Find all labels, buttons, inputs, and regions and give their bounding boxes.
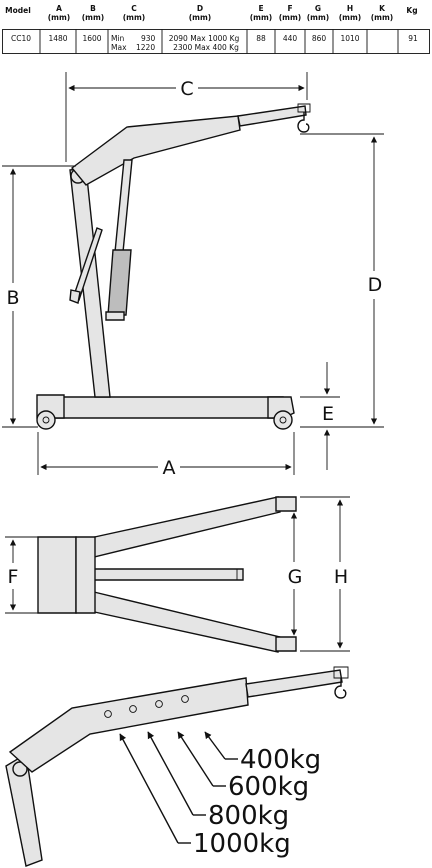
- top-view-leg-upper: [89, 496, 281, 558]
- boom-extension: [237, 105, 307, 127]
- cell-kg: 91: [408, 34, 418, 43]
- load-hole-400: [181, 695, 189, 703]
- header-d-unit: (mm): [189, 13, 212, 22]
- dim-b-label: B: [6, 287, 19, 309]
- ram-base: [105, 311, 125, 321]
- header-e: E: [258, 4, 263, 13]
- data-row-dividers: [39, 29, 399, 54]
- hook-icon: [297, 112, 310, 133]
- cell-h: 1010: [340, 34, 359, 43]
- header-model: Model: [5, 6, 31, 15]
- top-view-leg-upper-end: [275, 496, 297, 512]
- crane-side-view: [36, 103, 311, 430]
- dimension-b: B: [2, 165, 76, 428]
- spec-table: Model A (mm) B (mm) C (mm) D (mm) E (mm)…: [2, 4, 430, 54]
- front-wheel: [273, 410, 293, 430]
- header-b: B: [90, 4, 96, 13]
- header-e-unit: (mm): [250, 13, 273, 22]
- ram-rod: [114, 159, 133, 253]
- data-row-frame: [2, 29, 430, 54]
- dim-h-label: H: [334, 566, 348, 588]
- load-hole-600: [155, 700, 163, 708]
- load-hole-1000: [104, 710, 112, 718]
- mast: [69, 167, 111, 398]
- dimension-f: F: [5, 536, 38, 614]
- header-kg: Kg: [406, 6, 417, 15]
- cell-model: CC10: [11, 34, 31, 43]
- boom-detail-arm: [8, 677, 249, 773]
- header-c-unit: (mm): [123, 13, 146, 22]
- cell-c-max-label: Max: [111, 43, 127, 52]
- header-c: C: [131, 4, 137, 13]
- ram-cylinder: [107, 249, 132, 316]
- cell-c-min: 930: [141, 34, 156, 43]
- dim-g-label: G: [288, 566, 303, 588]
- callout-arrow-400: [204, 731, 226, 760]
- boom-detail: [5, 666, 349, 867]
- dim-e-label: E: [322, 403, 334, 425]
- boom-detail-end-plate: [333, 666, 349, 679]
- cell-c-max: 1220: [136, 43, 155, 52]
- callout-arrow-600: [177, 731, 214, 787]
- capacity-600-label: 600kg: [228, 772, 309, 802]
- header-a: A: [56, 4, 62, 13]
- dimension-e: E: [300, 362, 340, 470]
- capacity-400-label: 400kg: [240, 745, 321, 775]
- top-view-base-block: [37, 536, 77, 614]
- header-f: F: [287, 4, 292, 13]
- base-leg: [39, 396, 284, 419]
- cell-a: 1480: [48, 34, 67, 43]
- front-wheel-hub: [279, 416, 287, 424]
- header-h: H: [347, 4, 353, 13]
- header-k: K: [379, 4, 386, 13]
- dim-c-label: C: [180, 78, 193, 100]
- cell-c-min-label: Min: [111, 34, 125, 43]
- cell-g: 860: [312, 34, 327, 43]
- header-h-unit: (mm): [339, 13, 362, 22]
- boom: [70, 115, 241, 186]
- dim-a-label: A: [163, 457, 176, 479]
- capacity-1000-label: 1000kg: [193, 829, 291, 859]
- rear-castor-wheel: [36, 410, 56, 430]
- callout-arrow-1000: [119, 733, 179, 844]
- crane-top-view: [37, 496, 297, 653]
- cell-e: 88: [256, 34, 266, 43]
- rear-castor-hub: [42, 416, 50, 424]
- dim-f-label: F: [8, 566, 19, 588]
- dimension-a: A: [37, 432, 295, 479]
- dimension-c: C: [65, 72, 308, 162]
- pump-handle-socket: [69, 289, 81, 304]
- cell-b: 1600: [82, 34, 101, 43]
- header-d: D: [197, 4, 203, 13]
- dimension-d: D: [300, 133, 384, 428]
- load-hole-800: [129, 705, 137, 713]
- header-b-unit: (mm): [82, 13, 105, 22]
- capacity-800-label: 800kg: [208, 801, 289, 831]
- dimension-g: G: [288, 512, 303, 636]
- header-a-unit: (mm): [48, 13, 71, 22]
- callout-arrow-800: [147, 731, 194, 816]
- cell-f: 440: [283, 34, 298, 43]
- top-view-base-plate: [75, 536, 96, 614]
- boom-end-plate: [297, 103, 311, 113]
- top-view-leg-lower: [89, 591, 281, 653]
- capacity-callouts: 400kg 600kg 800kg 1000kg: [119, 731, 321, 859]
- header-g: G: [315, 4, 321, 13]
- cell-d-line2: 2300 Max 400 Kg: [173, 43, 239, 52]
- header-k-unit: (mm): [371, 13, 394, 22]
- header-g-unit: (mm): [307, 13, 330, 22]
- dimension-h: H: [300, 496, 350, 652]
- cell-d-line1: 2090 Max 1000 Kg: [169, 34, 240, 43]
- header-f-unit: (mm): [279, 13, 302, 22]
- boom-detail-extension: [245, 669, 343, 698]
- top-view-leg-lower-end: [275, 636, 297, 652]
- boom-detail-hook-icon: [334, 678, 347, 699]
- dim-d-label: D: [368, 274, 383, 296]
